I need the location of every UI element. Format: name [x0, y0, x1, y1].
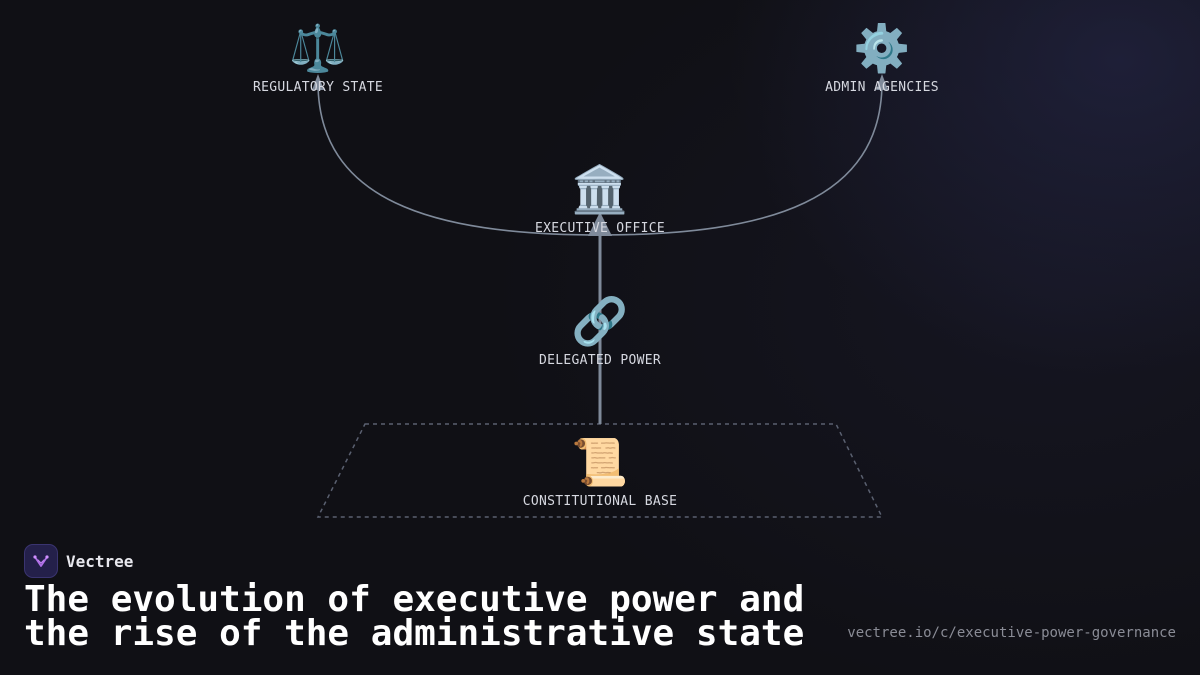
edge-executive-to-admin: [599, 81, 883, 236]
page-title: The evolution of executive power and the…: [24, 579, 824, 654]
link-icon: 🔗: [571, 294, 629, 348]
node-executive-office: 🏛️ EXECUTIVE OFFICE: [535, 163, 665, 236]
node-label: EXECUTIVE OFFICE: [534, 221, 666, 236]
brand: Vectree: [24, 544, 133, 578]
constitutional-platform: [316, 423, 884, 518]
title-line-1: The evolution of executive power and: [24, 579, 805, 620]
arrowhead-executive: [588, 212, 612, 236]
edge-executive-to-regulatory: [317, 81, 601, 236]
source-url: vectree.io/c/executive-power-governance: [847, 625, 1176, 641]
scroll-icon: 📜: [571, 435, 629, 489]
title-line-2: the rise of the administrative state: [24, 613, 805, 654]
arrowhead-regulatory: [312, 74, 324, 90]
node-admin-agencies: ⚙️ ADMIN AGENCIES: [825, 22, 939, 95]
node-constitutional-base: 📜 CONSTITUTIONAL BASE: [523, 436, 677, 509]
classical-building-icon: 🏛️: [571, 162, 629, 216]
brand-name: Vectree: [66, 551, 134, 571]
vectree-logo-icon: [24, 544, 58, 578]
node-regulatory-state: ⚖️ REGULATORY STATE: [253, 22, 383, 95]
node-label: ADMIN AGENCIES: [825, 80, 939, 95]
arrowhead-admin: [876, 74, 888, 90]
node-label: REGULATORY STATE: [252, 80, 384, 95]
node-label: DELEGATED POWER: [539, 353, 661, 368]
node-label: CONSTITUTIONAL BASE: [522, 494, 678, 509]
scales-icon: ⚖️: [289, 21, 347, 75]
node-delegated-power: 🔗 DELEGATED POWER: [539, 295, 661, 368]
gear-icon: ⚙️: [853, 21, 911, 75]
